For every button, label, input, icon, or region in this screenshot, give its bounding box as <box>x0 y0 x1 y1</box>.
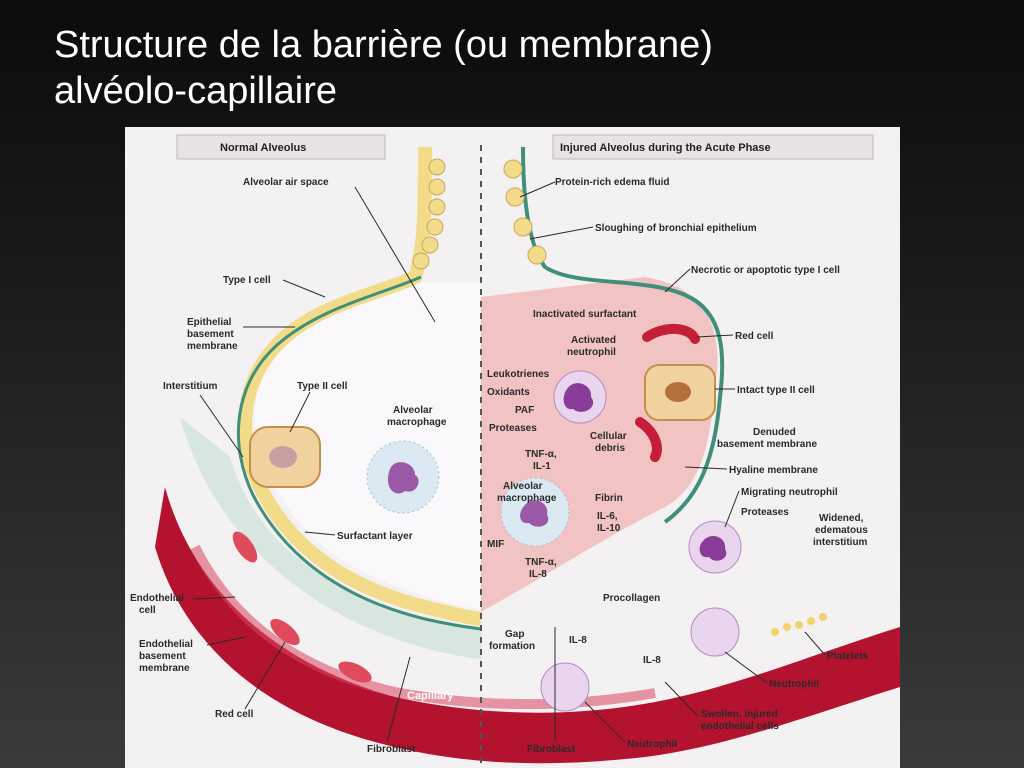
label-endothelial-cell-2: cell <box>139 605 156 616</box>
diagram-svg: Normal Alveolus Injured Alveolus during … <box>130 134 900 768</box>
label-epithelial-bm-1: Epithelial <box>187 317 232 328</box>
right-header: Injured Alveolus during the Acute Phase <box>560 142 771 154</box>
label-alveolar-macrophage-2: macrophage <box>387 417 447 428</box>
label-activated-neutrophil-2: neutrophil <box>567 347 616 358</box>
right-header-box <box>552 134 874 160</box>
label-hyaline-membrane: Hyaline membrane <box>729 465 818 476</box>
epithelium-left <box>238 146 482 626</box>
label-fibroblast-right: Fibroblast <box>527 744 576 755</box>
label-sloughing: Sloughing of bronchial epithelium <box>595 223 757 234</box>
label-inactivated-surfactant: Inactivated surfactant <box>533 309 637 320</box>
label-mif: MIF <box>487 539 504 550</box>
label-migrating-neutrophil: Migrating neutrophil <box>741 487 838 498</box>
capillary-vessel <box>155 487 900 764</box>
label-gap-formation-2: formation <box>489 641 535 652</box>
slide-title-line2: alvéolo-capillaire <box>54 70 338 112</box>
label-proteases-left: Proteases <box>489 423 537 434</box>
label-neutrophil-right: Neutrophil <box>769 679 819 690</box>
label-il6-il10-2: IL-10 <box>597 523 621 534</box>
label-denuded-bm-1: Denuded <box>753 427 796 438</box>
label-capillary: Capillary <box>407 690 454 702</box>
label-tnf-il1-2: IL-1 <box>533 461 551 472</box>
label-oxidants: Oxidants <box>487 387 530 398</box>
slide-title: Structure de la barrière (ou membrane) a… <box>54 22 954 114</box>
bronchial-cells-left <box>412 158 446 270</box>
label-type2-cell: Type II cell <box>297 381 348 392</box>
label-widened-2: edematous <box>815 525 868 536</box>
red-cell-shape <box>338 661 372 683</box>
label-interstitium: Interstitium <box>163 381 218 392</box>
left-header-box <box>176 134 386 160</box>
label-procollagen: Procollagen <box>603 593 660 604</box>
label-protein-edema: Protein-rich edema fluid <box>555 177 669 188</box>
capillary-neutrophil-shape <box>690 607 740 657</box>
slide-title-line1: Structure de la barrière (ou membrane) <box>54 24 713 66</box>
label-leukotrienes: Leukotrienes <box>487 369 550 380</box>
red-cell-right-shape <box>642 324 700 344</box>
type2-nucleus <box>269 446 297 468</box>
macrophage-right-nucleus <box>520 500 549 527</box>
label-il6-il10-1: IL-6, <box>597 511 618 522</box>
label-widened-1: Widened, <box>819 513 864 524</box>
alveolus-diagram: Normal Alveolus Injured Alveolus during … <box>125 127 900 768</box>
label-epithelial-bm-3: membrane <box>187 341 238 352</box>
label-platelets: Platelets <box>827 651 869 662</box>
epithelium-right <box>521 146 725 524</box>
bronchial-cells-right <box>503 159 547 265</box>
migrating-nucleus <box>699 535 727 561</box>
label-paf: PAF <box>515 405 534 416</box>
macrophage-nucleus <box>387 462 419 494</box>
label-alveolar-macrophage-r1: Alveolar <box>503 481 543 492</box>
interstitium-left <box>180 417 481 659</box>
label-cellular-debris-1: Cellular <box>590 431 627 442</box>
red-cell-shape <box>270 618 300 646</box>
label-fibrin: Fibrin <box>595 493 623 504</box>
label-endothelial-bm-1: Endothelial <box>139 639 193 650</box>
normal-alveolus-space <box>255 282 481 609</box>
label-tnf-il1-1: TNF-α, <box>525 449 557 460</box>
label-activated-neutrophil-1: Activated <box>571 335 616 346</box>
label-surfactant-layer: Surfactant layer <box>337 531 413 542</box>
label-endothelial-cell-1: Endothelial <box>130 593 184 604</box>
label-endothelial-bm-3: membrane <box>139 663 190 674</box>
label-alveolar-macrophage-1: Alveolar <box>393 405 433 416</box>
label-type1-cell: Type I cell <box>223 275 271 286</box>
label-swollen-2: endothelial cells <box>701 721 779 732</box>
label-tnf-il8-2: IL-8 <box>529 569 547 580</box>
label-endothelial-bm-2: basement <box>139 651 186 662</box>
label-fibroblast-left: Fibroblast <box>367 744 416 755</box>
neutrophil-nucleus <box>563 383 594 412</box>
label-proteases-right: Proteases <box>741 507 789 518</box>
label-alveolar-air-space: Alveolar air space <box>243 177 329 188</box>
label-red-cell-left: Red cell <box>215 709 254 720</box>
red-cell-shape <box>232 531 258 563</box>
label-neutrophil-bottom: Neutrophil <box>627 739 677 750</box>
label-red-cell-right: Red cell <box>735 331 774 342</box>
label-il8-a: IL-8 <box>569 635 587 646</box>
label-swollen-1: Swollen, injured <box>701 709 778 720</box>
label-widened-3: interstitium <box>813 537 868 548</box>
label-alveolar-macrophage-r2: macrophage <box>497 493 557 504</box>
basement-membrane-left <box>237 275 482 631</box>
label-necrotic-type1: Necrotic or apoptotic type I cell <box>691 265 840 276</box>
label-denuded-bm-2: basement membrane <box>717 439 817 450</box>
intact-type2-nucleus <box>665 382 691 402</box>
label-gap-formation-1: Gap <box>505 629 524 640</box>
label-epithelial-bm-2: basement <box>187 329 234 340</box>
label-il8-b: IL-8 <box>643 655 661 666</box>
red-cell-right-shape <box>635 417 662 462</box>
label-intact-type2: Intact type II cell <box>737 385 815 396</box>
label-cellular-debris-2: debris <box>595 443 625 454</box>
capillary-neutrophil-shape <box>540 662 590 712</box>
left-header: Normal Alveolus <box>220 142 306 154</box>
platelets-cluster <box>771 613 827 636</box>
label-tnf-il8-1: TNF-α, <box>525 557 557 568</box>
